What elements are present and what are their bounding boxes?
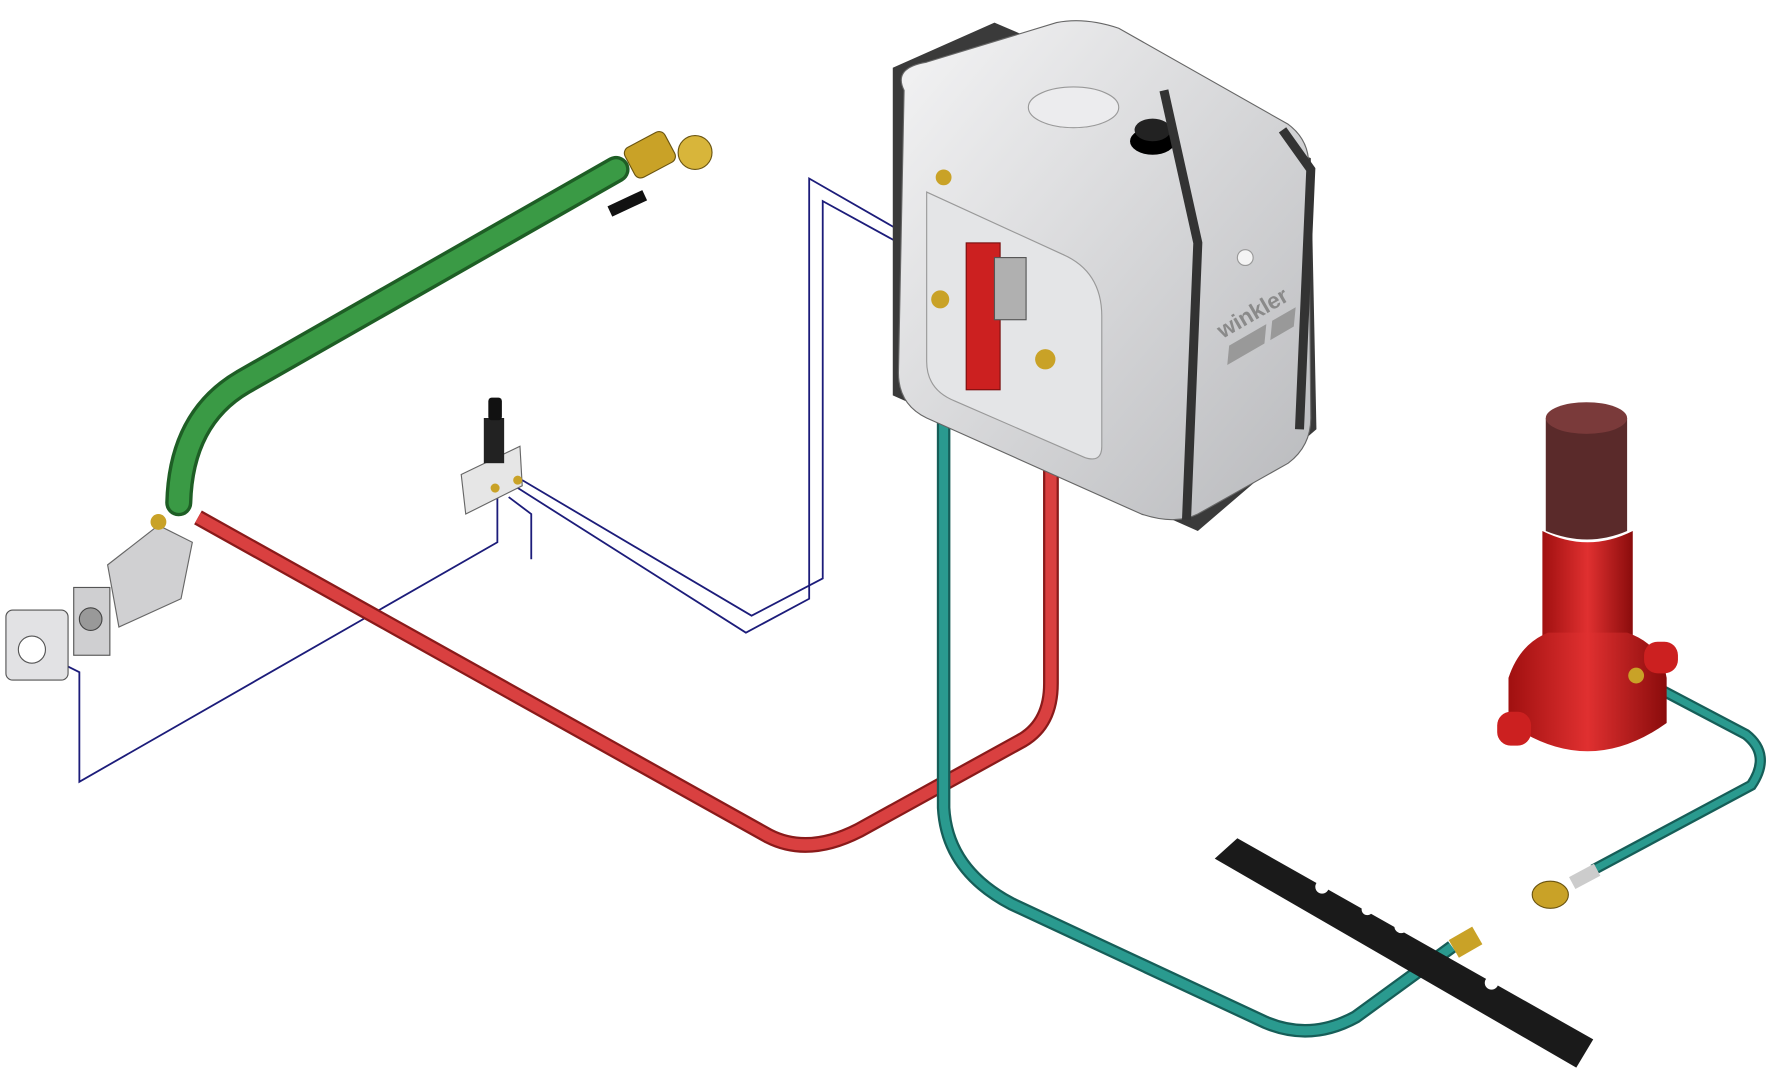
control-valve-block (460, 397, 523, 515)
hydraulic-pump (5, 514, 193, 681)
ball-valve-fitting (607, 131, 713, 217)
return-filter (931, 242, 1056, 391)
return-line (936, 316, 1766, 1038)
suction-hose (165, 155, 630, 517)
quick-coupler (1531, 863, 1601, 909)
control-lines (67, 176, 962, 784)
pressure-line (194, 378, 1059, 853)
hydraulic-tank: winkler (892, 20, 1317, 531)
hydraulic-jack (1497, 402, 1678, 752)
mounting-bracket (1214, 838, 1594, 1068)
